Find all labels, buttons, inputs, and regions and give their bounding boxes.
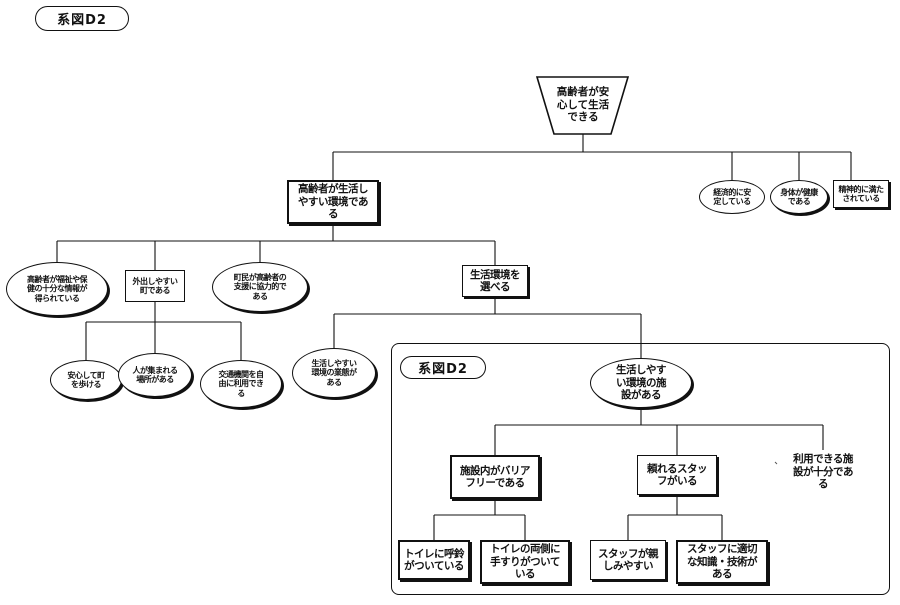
subtree-frame [391, 343, 890, 595]
node-f3: 利用できる施 設が十分であ る [793, 453, 853, 491]
node-d2: 人が集まれる 場所がある [118, 353, 192, 397]
node-e2: 生活しやす い環境の施 設がある [590, 358, 692, 408]
node-b1: 経済的に安 定している [699, 180, 765, 214]
root-trapezoid [535, 76, 630, 135]
node-d1: 安心して町 を歩ける [50, 360, 122, 400]
node-g2: トイレの両側に 手すりがついて いる [480, 540, 570, 584]
node-b2: 身体が健康 である [770, 180, 828, 214]
node-b3: 精神的に満た されている [833, 180, 889, 208]
node-g4: スタッフに適切 な知識・技術が ある [676, 540, 768, 584]
node-e1: 生活しやすい 環境の業態が ある [292, 348, 376, 398]
diagram-tag-top: 系図D2 [35, 6, 129, 31]
node-a: 高齢者が生活し やすい環境であ る [287, 180, 379, 224]
node-c2: 外出しやすい 町である [125, 270, 185, 302]
node-c4: 生活環境を 選べる [462, 265, 528, 297]
node-f1: 施設内がバリア フリーである [450, 455, 540, 499]
node-c1: 高齢者が福祉や保 健の十分な情報が 得られている [6, 262, 108, 316]
node-d3: 交通機関を自 由に利用でき る [200, 360, 282, 408]
node-g3: スタッフが親 しみやすい [590, 540, 666, 580]
diagram-tag-frame: 系図D2 [400, 356, 486, 379]
node-c3: 町民が高齢者の 支援に協力的で ある [212, 262, 308, 312]
node-root: 高齢者が安 心して生活 できる [556, 86, 610, 124]
node-f2: 頼れるスタッ フがいる [637, 455, 717, 495]
node-g1: トイレに呼鈴 がついている [398, 540, 470, 580]
